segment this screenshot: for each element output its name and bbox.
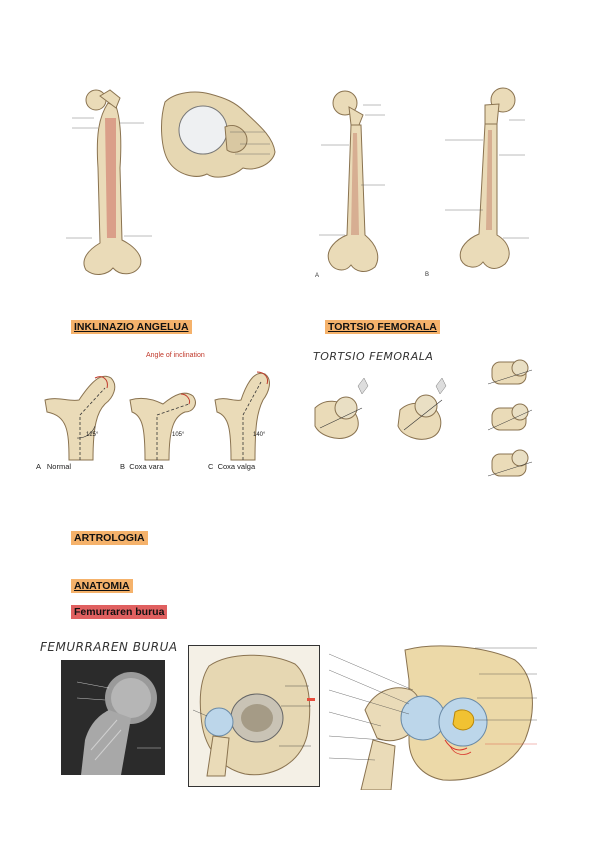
heading-tortsio-femorala: TORTSIO FEMORALA [325,320,440,334]
torsion-view-normal [487,359,533,385]
handwritten-tortsio-title: TORTSIO FEMORALA [313,350,434,363]
svg-text:A: A [315,273,319,279]
hip-joint-open-illustration [192,654,315,777]
hip-joint-ligament-diagram [328,645,537,790]
heading-inklinazio-angelua: INKLINAZIO ANGELUA [71,320,192,334]
inclination-angle-figure [44,371,270,461]
handwritten-burua-title: FEMURRAREN BURUA [40,640,178,654]
femur-normal [44,375,116,461]
angle-label-vara: 105° [172,432,185,438]
caption-coxa-vara: B Coxa vara [120,462,163,471]
femur-posterior-view-b: B [425,87,529,278]
torsion-superior-views [314,378,447,440]
femur-anterior-figure [66,89,152,275]
caption-normal: A Normal [36,462,71,471]
angle-label-normal: 125° [86,432,99,438]
femur-coxa-vara [129,392,196,461]
caption-letter-a: A [36,462,41,471]
heading-anatomia: ANATOMIA [71,579,133,593]
inclination-title: Angle of inclination [146,352,205,359]
torsion-view-retroversion [487,449,533,477]
caption-coxa-valga: C Coxa valga [208,462,255,471]
caption-text-valga: Coxa valga [217,462,256,471]
femur-head-radiograph [61,660,165,775]
caption-letter-b: B [120,462,126,471]
heading-artrologia: ARTROLOGIA [71,531,148,545]
caption-text-normal: Normal [46,462,72,471]
caption-text-vara: Coxa vara [129,462,164,471]
caption-letter-c: C [208,462,214,471]
torsion-view-anteversion [487,403,533,431]
femur-anterior-view-a: A [315,90,385,279]
acetabulum-lateral-figure [161,91,276,178]
heading-femurraren-burua: Femurraren burua [71,605,168,619]
torsion-side-views [487,359,533,477]
femur-coxa-valga [214,371,270,461]
angle-label-valga: 140° [253,432,266,438]
svg-text:B: B [425,272,429,278]
